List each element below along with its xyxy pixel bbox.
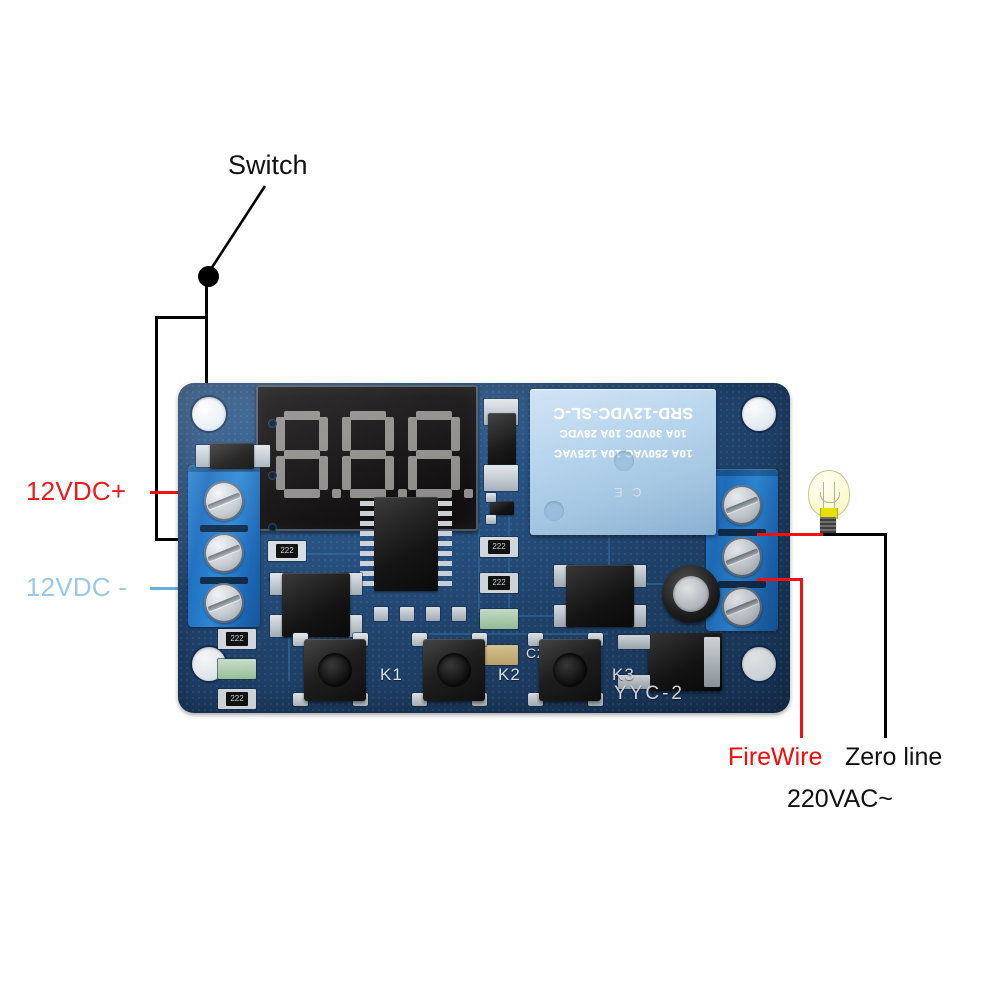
mounting-hole-top-right (742, 397, 776, 431)
mosfet-to252 (648, 633, 722, 691)
smd-resistor-222: 222 (480, 537, 518, 557)
mounting-hole-bottom-right (742, 647, 776, 681)
wire-firewire-vertical (800, 578, 803, 738)
smd-resistor-222: 222 (218, 689, 256, 709)
wire-bulb-to-zero-line (823, 533, 886, 536)
diode-pad-right (252, 445, 270, 467)
mosfet-lead (618, 675, 650, 689)
terminal-screw-com[interactable] (722, 537, 762, 577)
light-bulb-icon (806, 470, 850, 536)
smd-test-point (400, 607, 414, 621)
wire-nc-to-firewire (757, 578, 803, 581)
silkscreen-k3: K3 (612, 665, 635, 685)
terminal-screw-no[interactable] (722, 485, 762, 525)
pcb-gloss-overlay (178, 383, 790, 713)
smd-pad (486, 493, 496, 502)
bulb-filament (820, 482, 840, 508)
mounting-hole-top-left (192, 397, 226, 431)
label-12vdc-positive: 12VDC+ (26, 476, 127, 506)
diode-pad-left (196, 445, 214, 467)
wire-switch-branch-top (155, 316, 208, 319)
relay-timer-pcb: SRD-12VDC-SL-C 10A 30VDC 10A 28VDC 10A 2… (178, 383, 790, 713)
relay-srd-12vdc: SRD-12VDC-SL-C 10A 30VDC 10A 28VDC 10A 2… (530, 389, 716, 535)
protection-diode (210, 443, 254, 469)
bulb-neck (820, 508, 838, 519)
silkscreen-k2: K2 (498, 665, 521, 685)
terminal-block-left[interactable] (188, 465, 260, 627)
terminal-screw-switch[interactable] (204, 533, 244, 573)
silkscreen-model: YYC-2 (614, 683, 685, 705)
microcontroller-ic (374, 497, 438, 591)
label-220vac: 220VAC~ (787, 785, 893, 813)
smd-test-point (426, 607, 440, 621)
label-switch: Switch (228, 150, 308, 180)
terminal-block-right[interactable] (706, 469, 778, 631)
smd-transistor (490, 501, 514, 515)
pcb-via (268, 471, 277, 480)
optocoupler-left (282, 573, 350, 637)
relay-case-dimple (544, 501, 564, 521)
button-k3[interactable] (539, 639, 601, 701)
pcb-via (268, 419, 277, 428)
button-k2[interactable] (423, 639, 485, 701)
button-k1[interactable] (304, 639, 366, 701)
smd-resistor-222: 222 (480, 573, 518, 593)
display-digit-3 (408, 411, 473, 498)
pcb-trace (478, 523, 480, 613)
ic-pins-right (438, 501, 452, 587)
mosfet-lead (618, 635, 650, 649)
transistor-pad-bottom (484, 465, 518, 491)
display-digit-1 (276, 411, 341, 498)
bulb-screw-base (820, 517, 836, 534)
label-12vdc-negative: 12VDC - (26, 572, 128, 602)
smd-resistor-222: 222 (218, 629, 256, 649)
status-led-green (480, 609, 518, 629)
terminal-screw-12vdc-negative[interactable] (204, 583, 244, 623)
capacitor-c2 (480, 645, 518, 665)
npn-transistor (488, 413, 516, 471)
pcb-trace (428, 633, 608, 635)
wire-switch-branch-vertical (155, 316, 158, 541)
label-zero-line: Zero line (845, 743, 943, 771)
silkscreen-k1: K1 (380, 665, 403, 685)
label-firewire: FireWire (728, 743, 823, 771)
terminal-screw-nc[interactable] (722, 587, 762, 627)
switch-node-dot (198, 266, 219, 287)
electrolytic-capacitor (662, 565, 720, 623)
wire-zero-line-vertical (884, 533, 887, 738)
relay-case-dimple (614, 451, 634, 471)
optocoupler-right (566, 565, 634, 627)
pcb-trace (288, 631, 290, 681)
pcb-trace (508, 503, 510, 613)
smd-resistor-222: 222 (268, 541, 306, 561)
display-digit-2 (342, 411, 407, 498)
wire-com-to-bulb (757, 533, 823, 536)
ic-pins-left (360, 501, 374, 587)
power-led-green (218, 659, 256, 679)
smd-pad (486, 515, 496, 524)
terminal-screw-12vdc-positive[interactable] (204, 481, 244, 521)
pcb-via (268, 523, 277, 532)
pcb-trace (478, 615, 608, 617)
smd-test-point (452, 607, 466, 621)
smd-test-point (374, 607, 388, 621)
